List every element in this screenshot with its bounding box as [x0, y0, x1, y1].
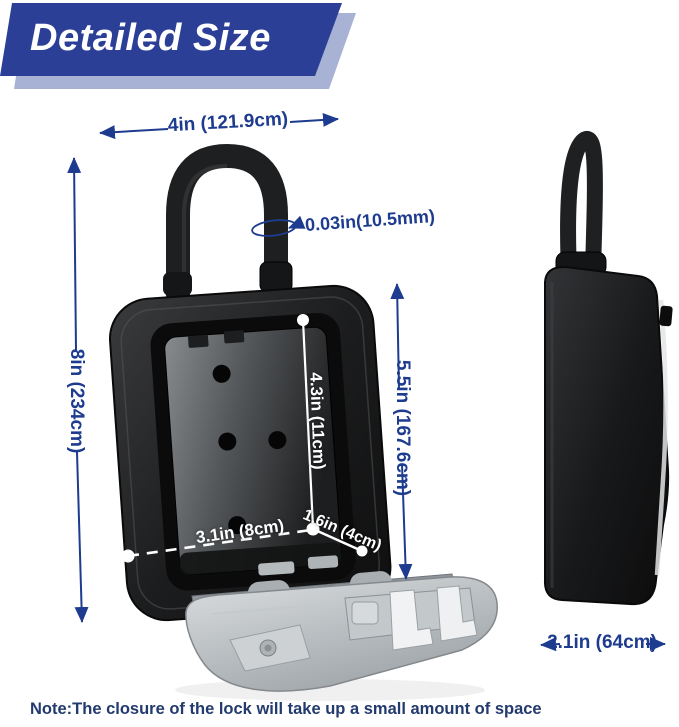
page-title: Detailed Size: [30, 17, 271, 59]
note-text: Note:The closure of the lock will take u…: [30, 700, 542, 718]
latch-hook: [436, 585, 478, 642]
dim-height-left: 8in (234cm): [66, 348, 87, 454]
dimension-lines: [67, 112, 666, 652]
side-view-lockbox: [543, 131, 673, 606]
side-clasp: [659, 305, 673, 327]
dim-inner-height: 4.3in (11cm): [306, 372, 329, 470]
dim-side-depth: 2.1in (64cm): [547, 632, 657, 653]
front-open-door: [175, 571, 498, 701]
mount-hole: [228, 516, 247, 535]
latch-hook: [389, 589, 434, 651]
front-lockbox-body: [108, 284, 392, 622]
mount-hole: [212, 364, 231, 383]
dim-inner-height-right: 5.5in (167.6cm): [392, 359, 413, 497]
front-shackle: [163, 143, 293, 307]
mount-hole: [218, 432, 237, 451]
interior-measurements: [121, 314, 368, 563]
side-shackle: [560, 131, 603, 280]
mount-hole: [268, 431, 287, 450]
title-banner: Detailed Size: [0, 3, 342, 76]
